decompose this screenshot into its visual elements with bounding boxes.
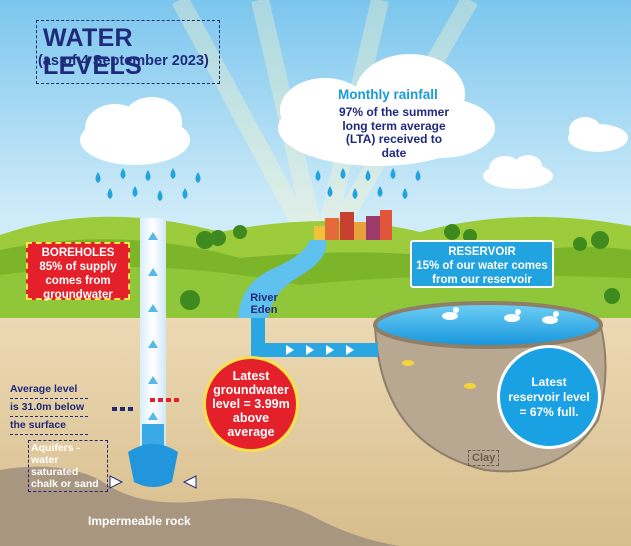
town — [314, 210, 392, 240]
groundwater-line5: average — [227, 425, 275, 439]
inflow-arrows — [109, 475, 197, 489]
groundwater-level-badge: Latest groundwater level = 3.99m above a… — [203, 356, 299, 452]
page-title: WATER LEVELS — [43, 24, 143, 80]
boreholes-line1: BOREHOLES — [41, 247, 115, 259]
average-level-line3: the surface — [10, 417, 88, 435]
aquifers-label: Aquifers - water saturated chalk or sand — [28, 440, 108, 492]
reservoir-water — [373, 301, 603, 349]
clay-label: Clay — [468, 450, 500, 466]
average-level-line1: Average level — [10, 381, 88, 399]
reservoir-callout: RESERVOIR 15% of our water comes from ou… — [410, 240, 554, 288]
boreholes-line2: 85% of supply — [39, 261, 117, 273]
ducks — [442, 307, 559, 324]
fish — [402, 360, 476, 389]
reservoir-line2: 15% of our water comes — [416, 260, 548, 272]
raindrops-right — [315, 168, 421, 199]
trees — [180, 224, 620, 310]
aquifer-pump — [128, 444, 178, 487]
borehole-shaft — [140, 218, 166, 448]
reservoir-level-line3: = 67% full. — [519, 404, 579, 419]
river — [238, 240, 327, 318]
average-level-marker — [112, 407, 133, 411]
cloud-small-top — [568, 117, 628, 152]
groundwater-line1: Latest — [232, 369, 270, 383]
cloud-left — [80, 97, 190, 165]
raindrops-left — [95, 168, 201, 201]
page-subtitle: (as of 4 September 2023) — [38, 53, 209, 69]
river-pipe — [251, 318, 378, 357]
cloud-right — [278, 54, 495, 166]
reservoir-line3: from our reservoir — [432, 274, 532, 286]
cloud-small — [483, 155, 553, 189]
title-box: WATER LEVELS — [36, 20, 220, 84]
average-level-label: Average level is 31.0m below the surface — [10, 381, 88, 435]
reservoir-level-line2: reservoir level — [508, 389, 590, 404]
groundwater-line2: groundwater — [213, 383, 289, 397]
rainfall-title: Monthly rainfall — [338, 87, 438, 102]
boreholes-line4: groundwater — [43, 289, 113, 301]
reservoir-level-line1: Latest — [531, 374, 567, 389]
upward-arrows — [148, 232, 158, 420]
river-eden-label: River Eden — [246, 292, 282, 316]
groundwater-line3: level = 3.99m — [212, 397, 290, 411]
impermeable-rock-label: Impermeable rock — [88, 514, 191, 528]
rainfall-text: 97% of the summer long term average (LTA… — [338, 105, 450, 160]
average-level-line2: is 31.0m below — [10, 399, 88, 417]
river-line1: River — [250, 292, 278, 304]
boreholes-callout: BOREHOLES 85% of supply comes from groun… — [26, 242, 130, 301]
flow-arrows — [286, 345, 354, 355]
reservoir-line1: RESERVOIR — [448, 246, 516, 258]
groundwater-line4: above — [232, 411, 270, 425]
river-line2: Eden — [250, 304, 278, 316]
reservoir-level-badge: Latest reservoir level = 67% full. — [497, 345, 601, 449]
impermeable-rock-layer — [0, 466, 400, 546]
boreholes-line3: comes from — [45, 275, 111, 287]
groundwater-level-marker — [150, 398, 179, 402]
